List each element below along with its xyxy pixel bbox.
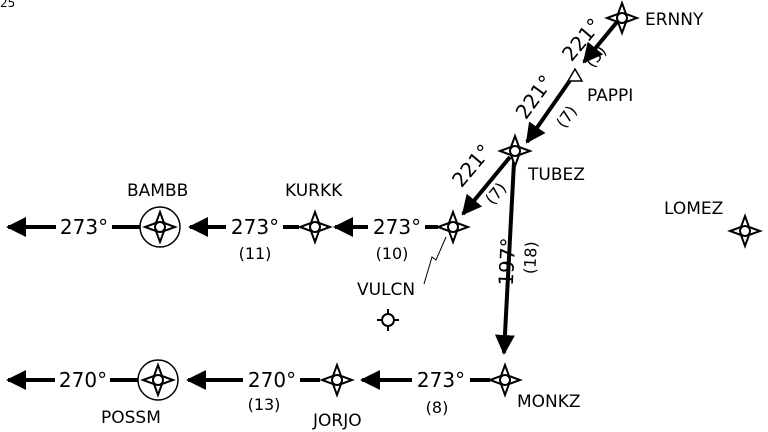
waypoint-label-kurkk: KURKK [285, 181, 343, 201]
circled-star-vor-icon [137, 359, 179, 401]
course-label: 197° [494, 237, 520, 286]
four-point-star-fix-icon [435, 209, 471, 245]
waypoint-label-possm: POSSM [101, 408, 161, 428]
waypoint-label-bambb: BAMBB [127, 181, 188, 201]
circled-star-vor-icon [139, 206, 181, 248]
waypoint-label-tubez: TUBEZ [527, 165, 585, 185]
course-label: 273° [231, 215, 279, 239]
distance-label: (7) [552, 102, 581, 132]
corner-text: 25 [0, 0, 15, 10]
waypoint-label-ernny: ERNNY [645, 10, 704, 30]
vulcn-leader-line [423, 236, 447, 285]
course-label: 270° [248, 368, 296, 392]
four-point-star-fix-icon [727, 213, 763, 249]
leg-line-pappi-tubez [525, 77, 573, 144]
distance-label: (7) [481, 179, 510, 209]
circle-crosshair-icon [377, 309, 399, 331]
leg-line-tubez-monkz [494, 161, 516, 355]
leg-line-tubez-vulcn [461, 155, 512, 216]
waypoint-label-monkz: MONKZ [517, 392, 581, 412]
distance-label: (11) [239, 244, 272, 263]
waypoint-label-jorjo: JORJO [312, 411, 362, 431]
four-point-star-fix-icon [319, 362, 355, 398]
course-label: 270° [59, 368, 107, 392]
course-label: 273° [373, 215, 421, 239]
triangle-waypoint-icon [566, 67, 584, 82]
four-point-star-fix-icon [497, 133, 533, 169]
waypoint-label-vulcn: VULCN [357, 280, 415, 300]
distance-label: (13) [248, 395, 281, 414]
course-label: 221° [510, 70, 558, 123]
four-point-star-fix-icon [604, 0, 640, 36]
waypoint-label-lomez: LOMEZ [664, 199, 723, 219]
course-label: 273° [417, 368, 465, 392]
leg-line-ernny-pappi [582, 20, 619, 64]
distance-label: (10) [376, 244, 409, 263]
four-point-star-fix-icon [487, 362, 523, 398]
four-point-star-fix-icon [297, 209, 333, 245]
course-label: 273° [60, 215, 108, 239]
distance-label: (8) [426, 398, 449, 417]
waypoint-label-pappi: PAPPI [587, 86, 633, 106]
distance-label: (18) [520, 241, 541, 275]
